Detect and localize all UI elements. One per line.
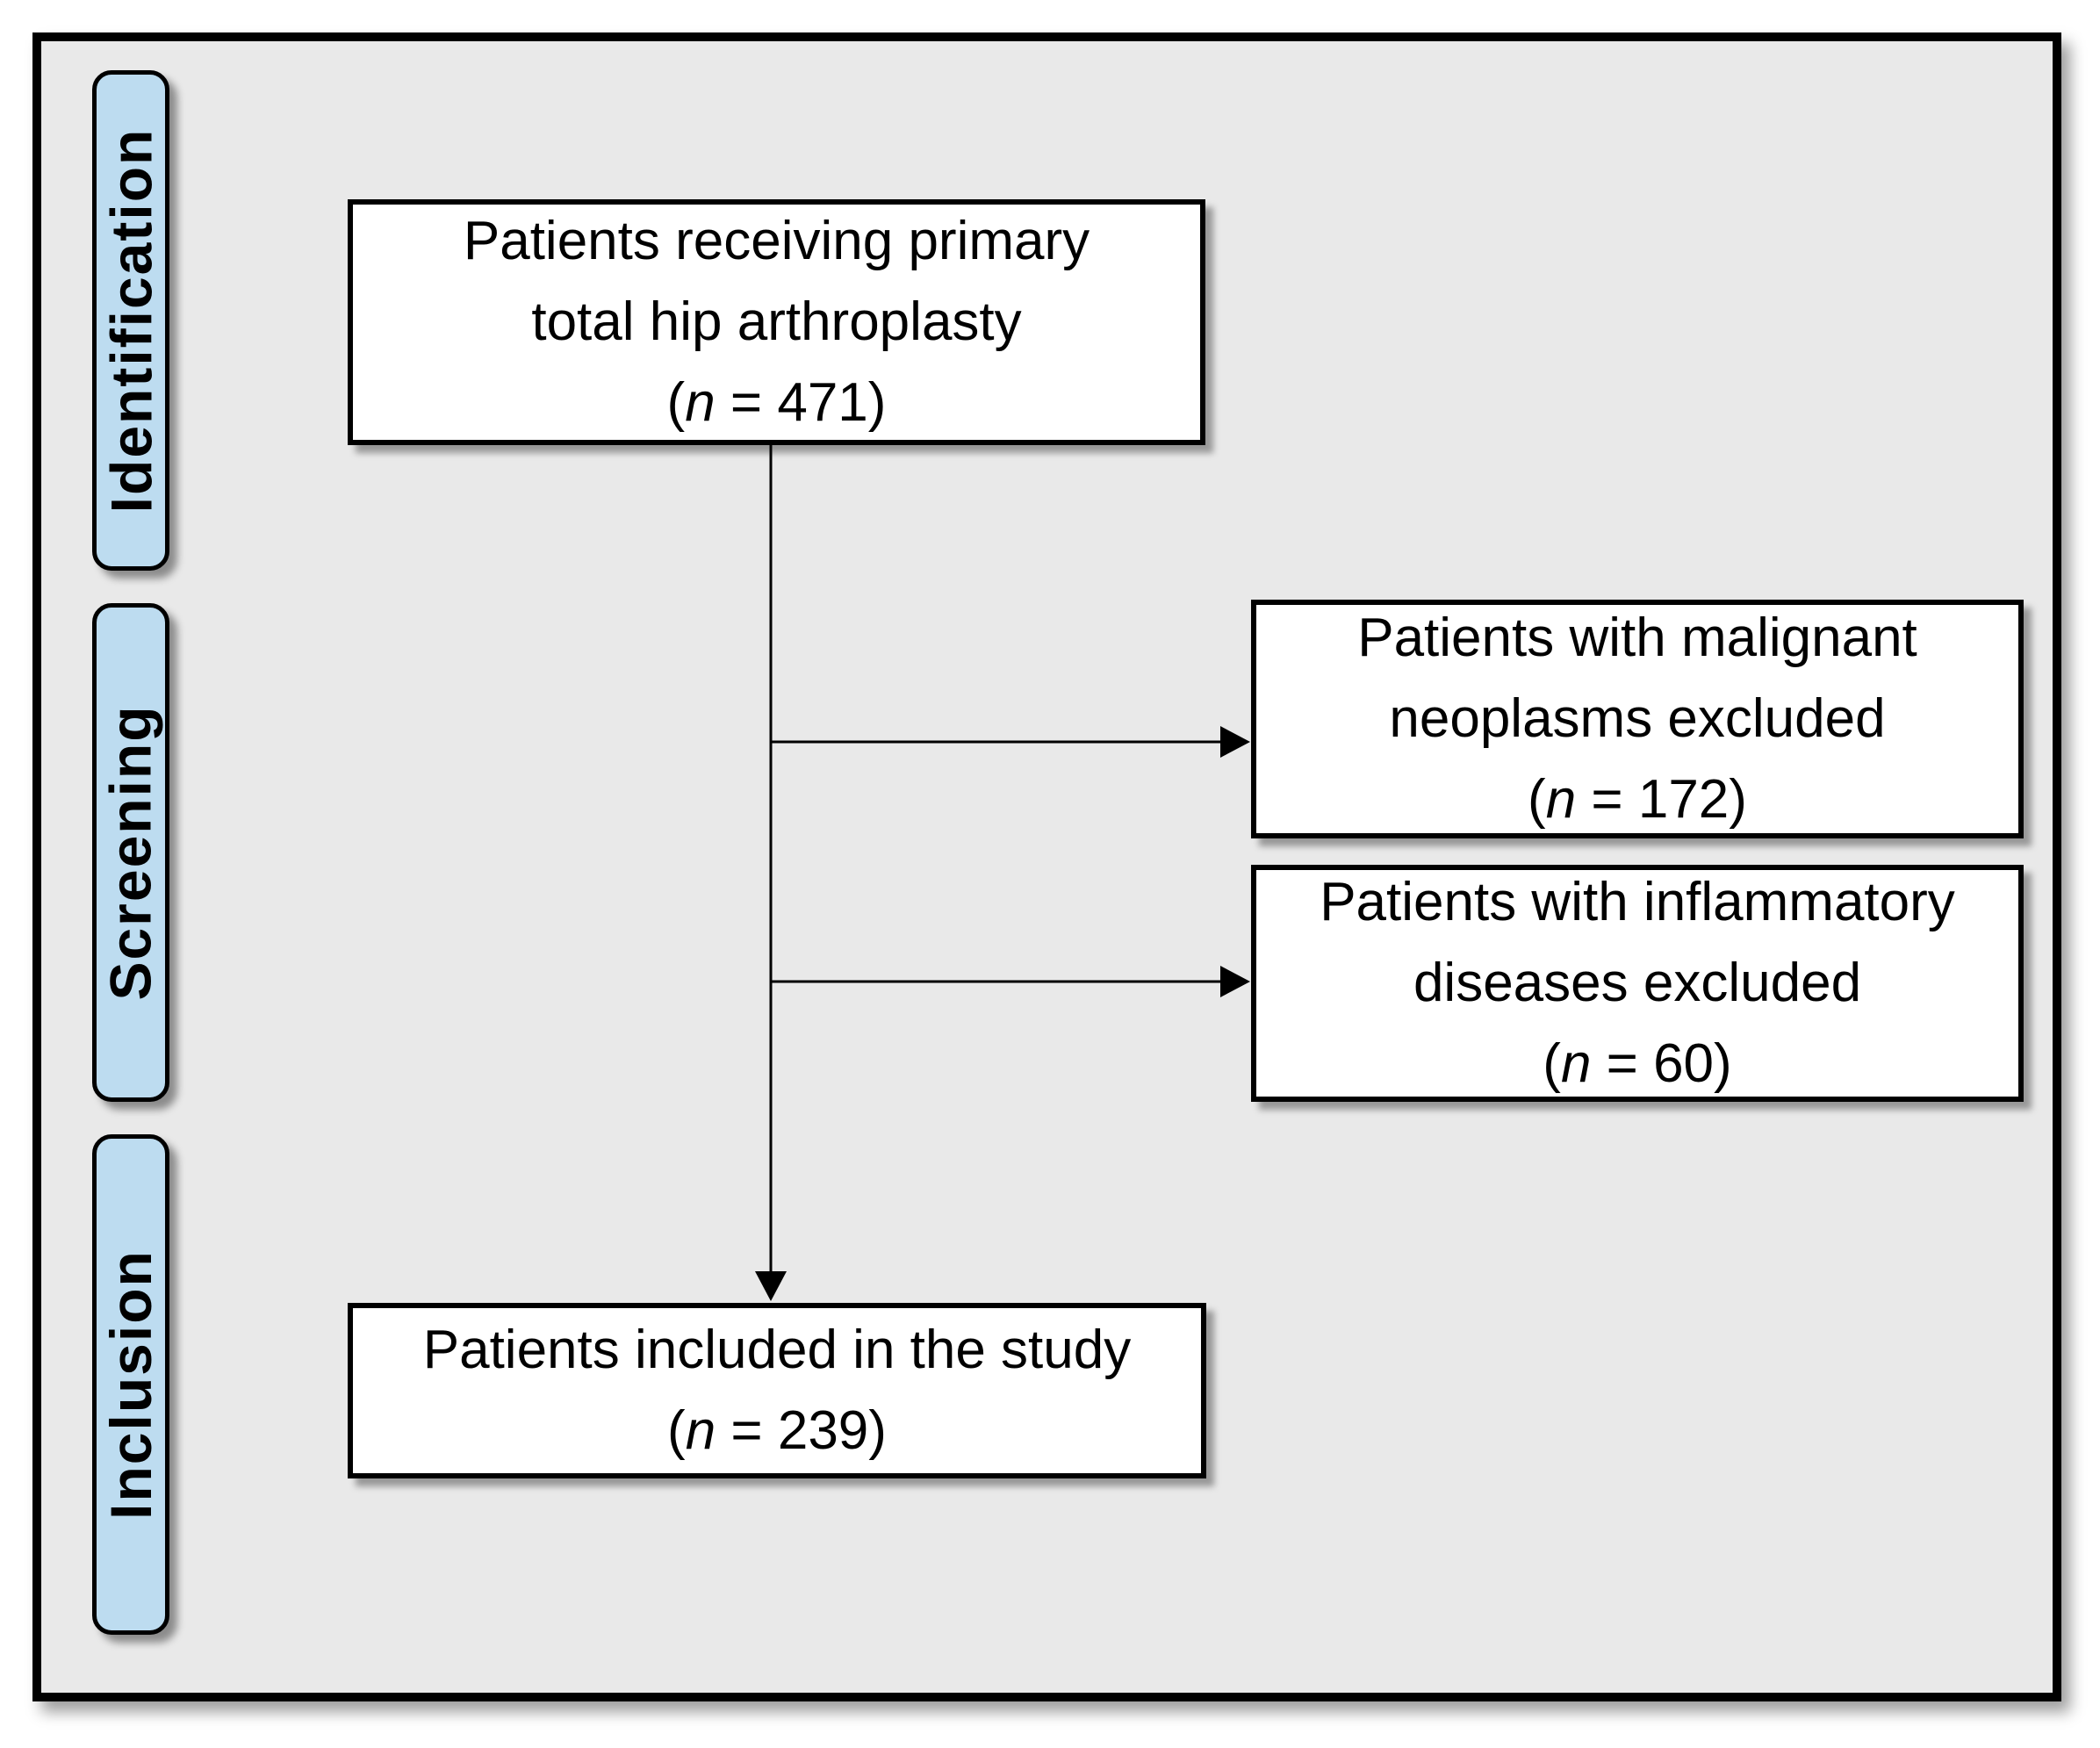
count-open: (	[666, 372, 686, 433]
count-open: (	[667, 1400, 686, 1461]
box-text-line: Patients with malignant	[1357, 608, 1917, 668]
count-variable: n	[1560, 1033, 1592, 1094]
stage-label-text: Identification	[98, 127, 164, 514]
box-text-line: Patients receiving primary	[463, 211, 1090, 271]
count-value: = 60)	[1591, 1033, 1732, 1094]
stage-label-screening: Screening	[92, 603, 169, 1102]
count-value: = 239)	[716, 1400, 887, 1461]
count-variable: n	[685, 1400, 716, 1461]
box-text-line: Patients with inflammatory	[1320, 872, 1955, 932]
count-variable: n	[685, 372, 716, 433]
stage-label-inclusion: Inclusion	[92, 1134, 169, 1635]
stage-label-identification: Identification	[92, 70, 169, 571]
box-excluded-malignant: Patients with malignant neoplasms exclud…	[1251, 600, 2024, 838]
box-text-line: total hip arthroplasty	[531, 291, 1022, 352]
count-value: = 471)	[715, 372, 887, 433]
count-variable: n	[1545, 769, 1577, 830]
box-text-line: diseases excluded	[1413, 953, 1862, 1013]
box-text-line: Patients included in the study	[422, 1320, 1132, 1380]
box-text-line: neoplasms excluded	[1389, 688, 1886, 749]
box-included: Patients included in the study (n = 239)	[348, 1303, 1206, 1478]
box-excluded-inflammatory: Patients with inflammatory diseases excl…	[1251, 865, 2024, 1102]
count-open: (	[1528, 769, 1546, 830]
stage-label-text: Screening	[98, 704, 164, 1001]
box-count-line: (n = 60)	[1543, 1024, 1731, 1104]
box-count-line: (n = 471)	[667, 363, 887, 443]
stage-label-text: Inclusion	[98, 1249, 163, 1520]
count-value: = 172)	[1576, 769, 1747, 830]
box-count-line: (n = 239)	[667, 1391, 887, 1471]
box-count-line: (n = 172)	[1528, 759, 1747, 840]
count-open: (	[1543, 1033, 1561, 1094]
box-identified: Patients receiving primary total hip art…	[348, 199, 1205, 445]
